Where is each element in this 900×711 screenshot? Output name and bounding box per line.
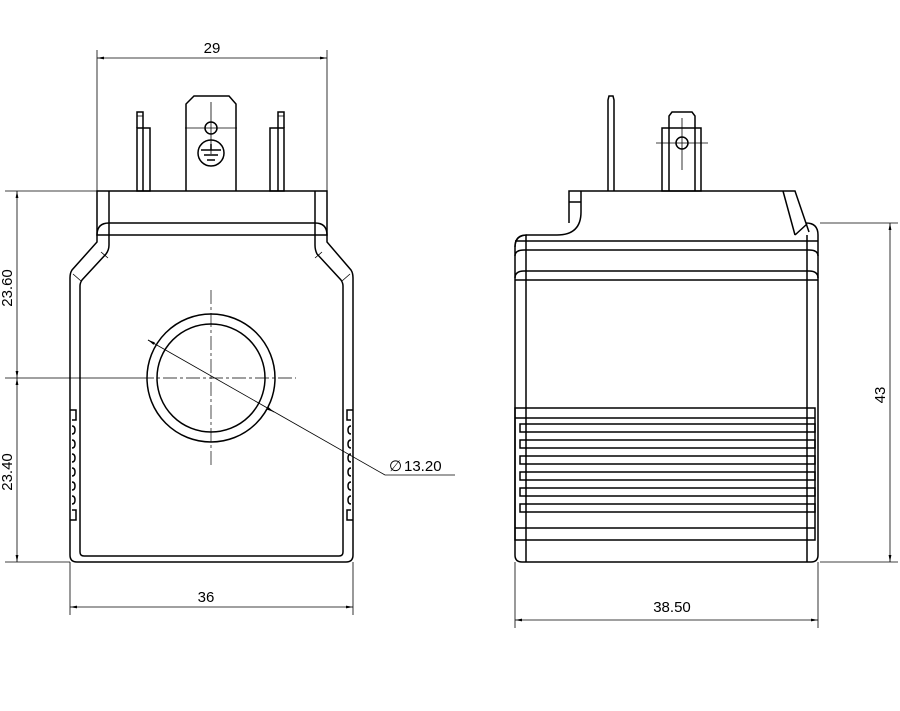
side-body <box>514 222 819 563</box>
left-pin <box>136 111 151 192</box>
right-pin <box>269 111 285 192</box>
ground-symbol-icon <box>197 139 225 167</box>
bore <box>140 290 296 466</box>
dim-side-length: 38.50 <box>653 599 691 616</box>
dim-side-height: 43 <box>872 387 889 404</box>
front-view-dimensions: 29 23.60 23.40 36 ∅ 13.20 <box>0 40 455 615</box>
side-pin <box>607 95 615 191</box>
dim-top-width: 29 <box>204 40 221 57</box>
coil-body <box>69 235 354 563</box>
dim-lower-height: 23.40 <box>0 453 16 491</box>
side-ribs <box>514 407 816 541</box>
front-view <box>69 95 354 563</box>
ground-tab <box>185 95 237 191</box>
dim-body-width: 36 <box>198 589 215 606</box>
connector-block <box>96 190 328 245</box>
side-tab <box>656 111 708 192</box>
dim-bore-diameter: 13.20 <box>404 458 442 475</box>
side-view-dimensions: 43 38.50 <box>514 222 898 628</box>
dim-diameter-symbol: ∅ <box>389 458 402 475</box>
side-view <box>514 95 819 563</box>
side-connector-block <box>556 190 810 236</box>
dim-upper-height: 23.60 <box>0 269 16 307</box>
